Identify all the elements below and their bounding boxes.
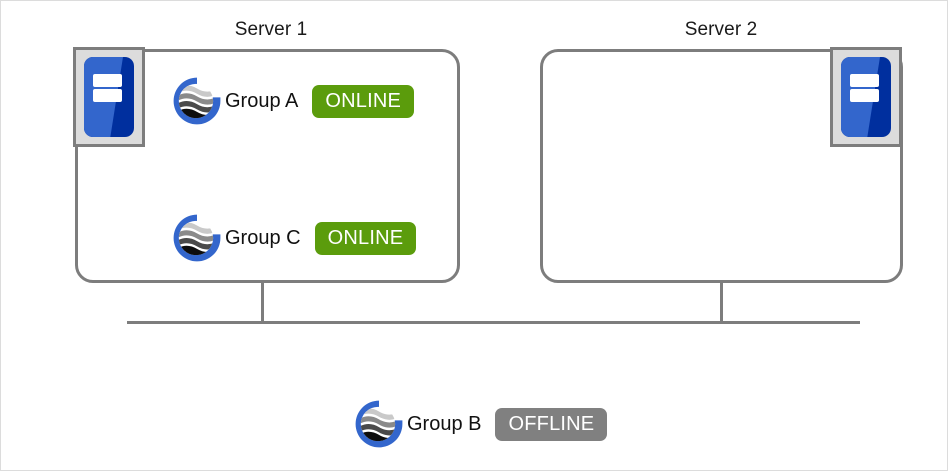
server-1-title: Server 1 — [234, 19, 308, 40]
group-row-b[interactable]: Group B OFFLINE — [353, 398, 608, 450]
connector-server-2 — [720, 282, 723, 323]
server-icon-body — [841, 57, 891, 137]
group-label-b: Group B — [407, 412, 482, 435]
connector-server-1 — [261, 282, 264, 323]
server-icon-server-2[interactable] — [830, 47, 902, 147]
group-row-c[interactable]: Group C ONLINE — [171, 212, 417, 264]
group-globe-icon — [353, 398, 405, 450]
server-icon-bar-bottom — [850, 89, 879, 102]
server-icon-bar-top — [93, 73, 122, 87]
group-globe-icon — [171, 75, 223, 127]
status-badge-group-c[interactable]: ONLINE — [314, 221, 417, 255]
server-icon-bar-top — [850, 73, 879, 87]
group-globe-icon — [171, 212, 223, 264]
server-2-title: Server 2 — [684, 19, 758, 40]
status-badge-group-b[interactable]: OFFLINE — [495, 407, 608, 441]
group-label-a: Group A — [225, 89, 299, 112]
server-icon-server-1[interactable] — [73, 47, 145, 147]
server-icon-bar-bottom — [93, 89, 122, 102]
network-bus-line — [127, 321, 860, 324]
group-label-c: Group C — [225, 226, 301, 249]
status-badge-group-a[interactable]: ONLINE — [312, 84, 415, 118]
group-row-a[interactable]: Group A ONLINE — [171, 75, 415, 127]
server-icon-body — [84, 57, 134, 137]
